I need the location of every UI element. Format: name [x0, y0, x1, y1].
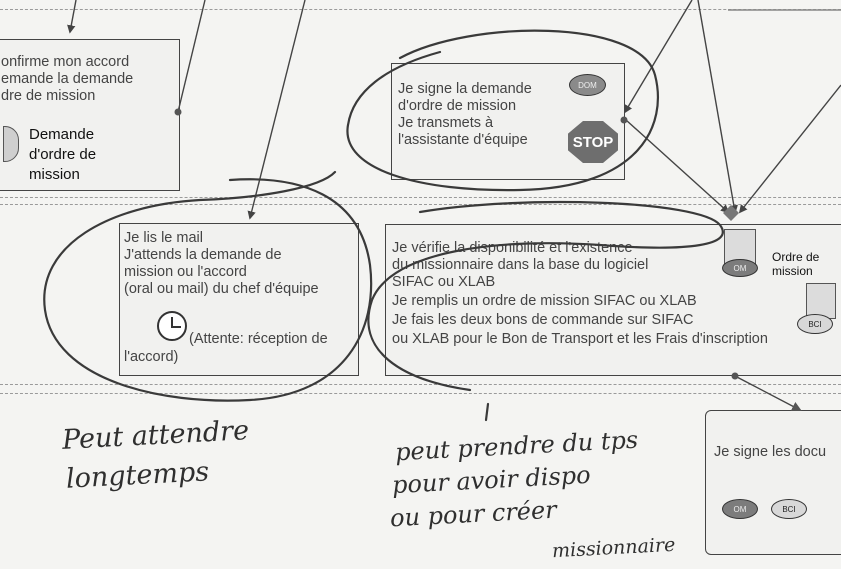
lane-line-5	[0, 393, 841, 394]
read-line-4: (oral ou mail) du chef d'équipe	[124, 281, 319, 297]
handwriting-bottom: missionnaire	[551, 533, 676, 563]
doc-label-line-2: d'ordre de	[29, 146, 97, 163]
handwriting-right-line-3: ou pour créer	[389, 495, 558, 533]
om-title-line-2: mission	[772, 264, 813, 278]
read-line-2: J'attends la demande de	[124, 247, 282, 263]
connector-top-2	[177, 0, 206, 113]
dom-oval: DOM	[569, 74, 606, 96]
stop-sign-icon: STOP	[568, 121, 618, 163]
check-line-2: du missionnaire dans la base du logiciel	[392, 257, 649, 273]
lane-line-3	[0, 204, 841, 205]
lane-line-2	[0, 197, 841, 198]
read-line-1: Je lis le mail	[124, 230, 203, 246]
hand-tick-mark	[484, 402, 490, 422]
clock-icon	[157, 311, 187, 341]
check-line-3: SIFAC ou XLAB	[392, 274, 496, 290]
connector-top-1	[67, 0, 77, 34]
om-oval: OM	[722, 259, 758, 277]
box-confirm-line-3: dre de mission	[1, 88, 96, 104]
lane-line-1	[0, 9, 841, 10]
check-line-1: Je vérifie la disponibilité et l'existen…	[392, 240, 633, 256]
read-line-3: mission ou l'accord	[124, 264, 247, 280]
box-read-mail: Je lis le mail J'attends la demande de m…	[119, 223, 359, 376]
connector-top-6	[738, 84, 841, 214]
handwriting-left-line-1: Peut attendre	[61, 415, 250, 456]
sign-docs-text: Je signe les docu	[714, 444, 827, 460]
wait-line-2: l'accord)	[124, 349, 179, 365]
lane-line-4	[0, 384, 841, 385]
doc-label-line-1: Demande	[29, 126, 95, 143]
box-check-availability: Je vérifie la disponibilité et l'existen…	[385, 224, 841, 376]
sign-line-4: l'assistante d'équipe	[398, 132, 528, 148]
handwriting-right-line-2: pour avoir dispo	[391, 460, 592, 500]
wait-line-1: (Attente: réception de	[189, 331, 328, 347]
connector-top-4	[624, 0, 693, 114]
connector-stop-to-check	[625, 119, 730, 214]
document-icon	[3, 126, 19, 162]
box-confirm-line-2: emande la demande	[1, 71, 134, 87]
handwriting-right-line-1: peut prendre du tps	[394, 425, 639, 467]
box-sign-documents: Je signe les docu OM BCI	[705, 410, 841, 555]
box-confirm-accord: onfirme mon accord emande la demande dre…	[0, 39, 180, 191]
diamond-marker	[723, 205, 739, 221]
connector-top-5	[697, 0, 738, 214]
box-sign-request: Je signe la demande d'ordre de mission J…	[391, 63, 625, 180]
sign-docs-om-oval: OM	[722, 499, 758, 519]
check-line-4: Je remplis un ordre de mission SIFAC ou …	[392, 293, 697, 309]
check-line-6: ou XLAB pour le Bon de Transport et les …	[392, 331, 768, 347]
handwriting-left-line-2: longtemps	[65, 456, 210, 495]
connector-top-3	[247, 0, 306, 220]
sign-docs-bci-oval: BCI	[771, 499, 807, 519]
box-confirm-line-1: onfirme mon accord	[1, 54, 130, 70]
om-title-line-1: Ordre de	[772, 250, 820, 264]
sign-line-3: Je transmets à	[398, 115, 494, 131]
stop-label: STOP	[572, 133, 614, 151]
doc-label-line-3: mission	[29, 166, 80, 183]
sign-line-2: d'ordre de mission	[398, 98, 517, 114]
bci-oval: BCI	[797, 314, 833, 334]
sign-line-1: Je signe la demande	[398, 81, 532, 97]
check-line-5: Je fais les deux bons de commande sur SI…	[392, 312, 694, 328]
